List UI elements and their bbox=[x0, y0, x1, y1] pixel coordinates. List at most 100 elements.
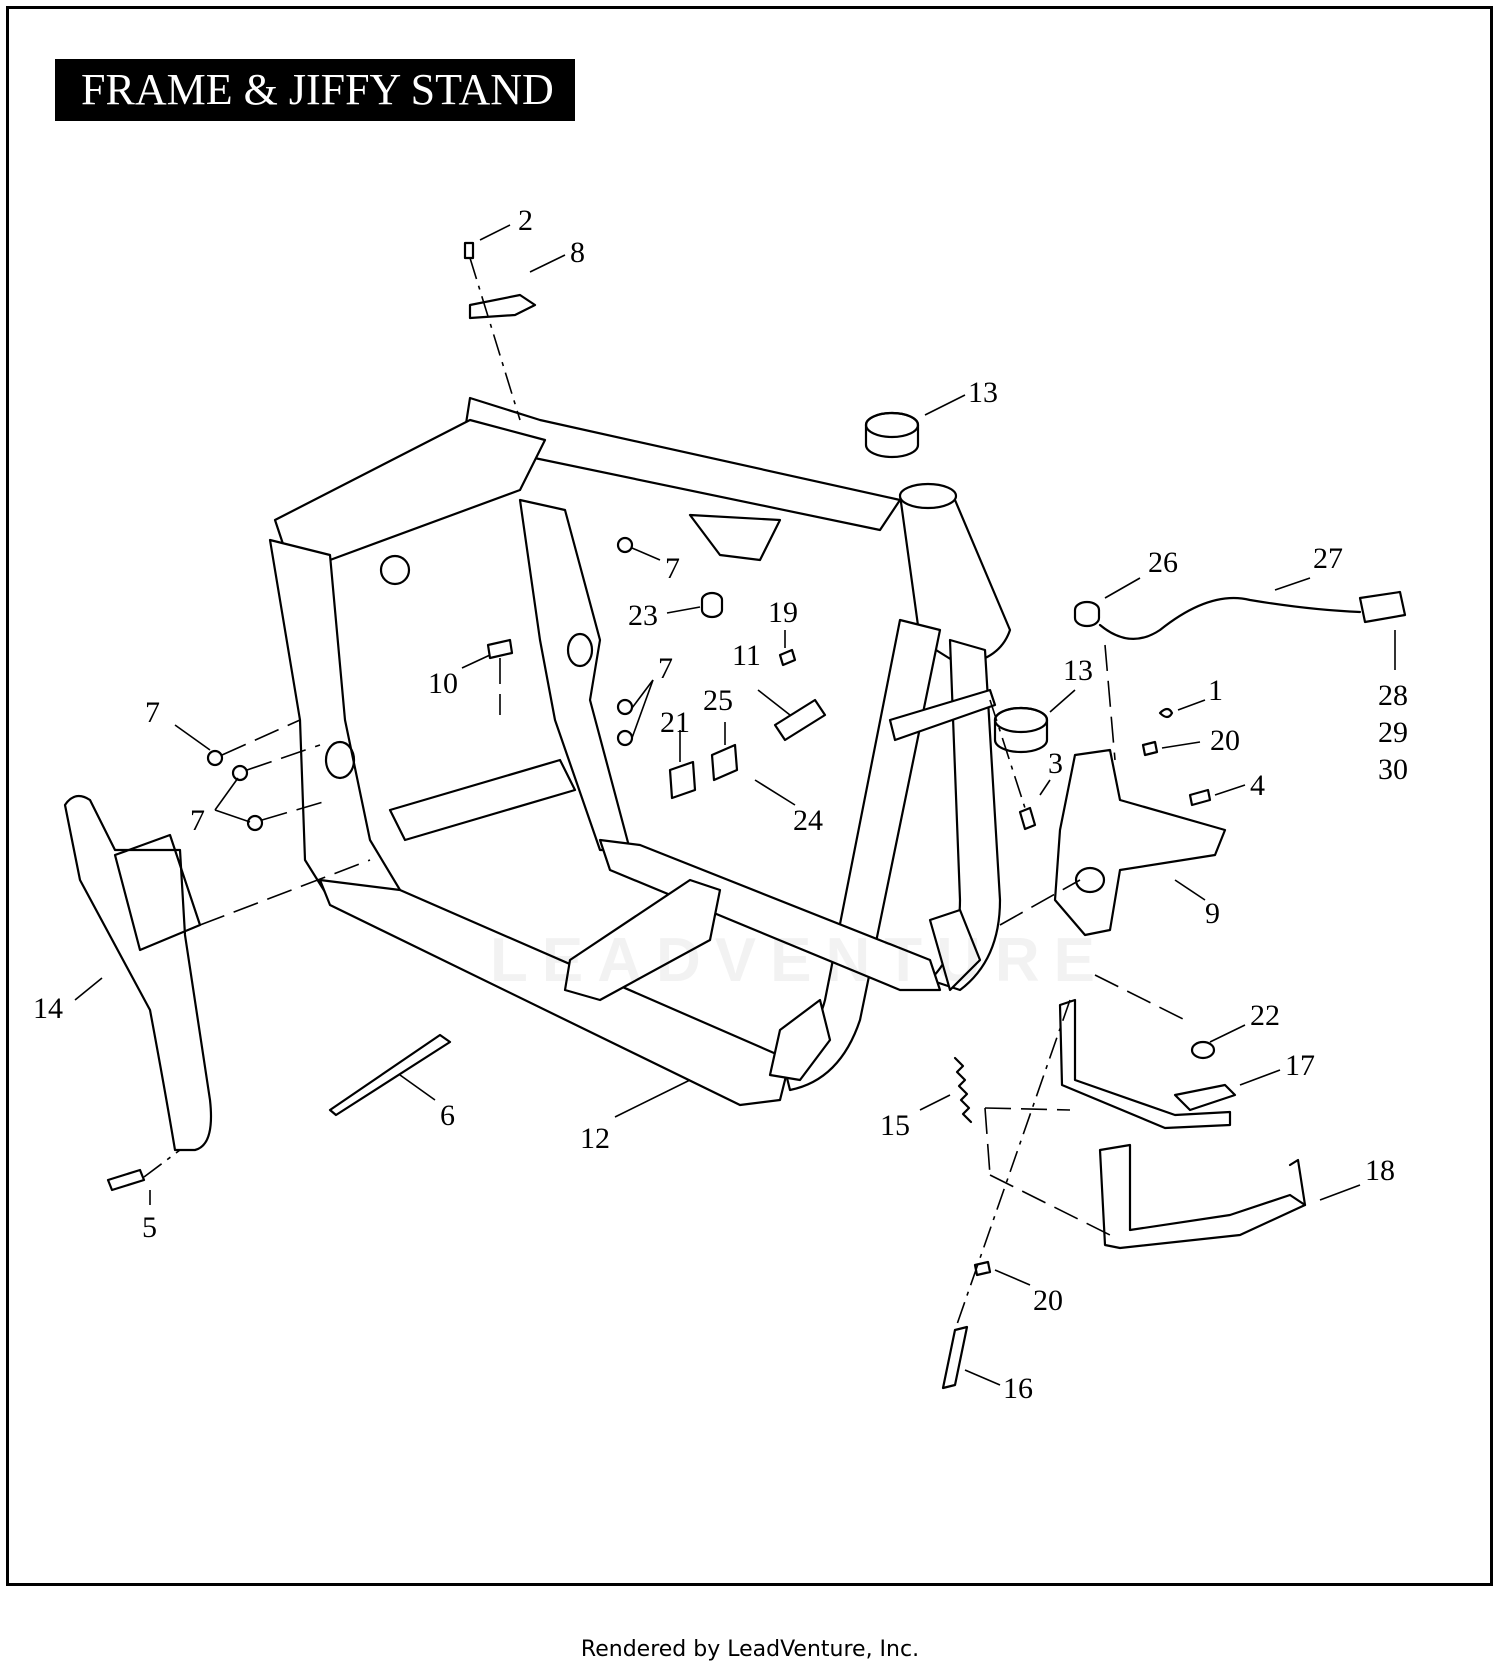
callout-18: 18 bbox=[1365, 1154, 1395, 1187]
callout-10: 10 bbox=[428, 667, 458, 700]
callout-7-mid: 7 bbox=[658, 652, 673, 685]
callout-16: 16 bbox=[1003, 1372, 1033, 1405]
leader-20-lower bbox=[994, 1269, 1031, 1286]
frame-mount-hole bbox=[379, 554, 411, 586]
callout-13-lower: 13 bbox=[1063, 654, 1093, 687]
part-16-pivot-pin bbox=[941, 1325, 969, 1390]
leader-lines bbox=[74, 224, 1396, 1386]
leader-7-mid-b bbox=[631, 679, 654, 739]
leader-1 bbox=[1177, 699, 1206, 711]
leader-23 bbox=[666, 606, 701, 614]
frame-left-lower-rail bbox=[318, 878, 792, 1107]
footer-credit: Rendered by LeadVenture, Inc. bbox=[580, 1637, 920, 1662]
callout-7-upper: 7 bbox=[665, 552, 680, 585]
part-19-fitting bbox=[778, 648, 797, 667]
callout-23: 23 bbox=[628, 599, 658, 632]
leader-7-mid-a bbox=[631, 679, 654, 709]
axis-7b bbox=[246, 744, 321, 771]
leader-27 bbox=[1274, 577, 1311, 591]
callout-17: 17 bbox=[1285, 1049, 1315, 1082]
frame-front-lower-mount bbox=[768, 998, 832, 1082]
frame-upright-hole bbox=[566, 632, 594, 668]
callout-29: 29 bbox=[1378, 716, 1408, 749]
callout-15: 15 bbox=[880, 1109, 910, 1142]
leader-7-left bbox=[174, 724, 211, 751]
callout-5: 5 bbox=[142, 1211, 157, 1244]
part-7-screw-d bbox=[616, 536, 634, 554]
part-7-screw-a bbox=[206, 749, 224, 767]
part-23-nut bbox=[700, 591, 724, 619]
part-7-screw-c bbox=[246, 814, 264, 832]
part-13-race-rim-upper bbox=[864, 411, 920, 439]
callout-20-lower: 20 bbox=[1033, 1284, 1063, 1317]
axis-7a bbox=[221, 719, 301, 756]
callout-2: 2 bbox=[518, 204, 533, 237]
axis-2-8 bbox=[469, 257, 521, 421]
leader-22 bbox=[1209, 1024, 1246, 1043]
frame-right-lower-rail bbox=[598, 838, 942, 992]
part-4-bolt bbox=[1188, 788, 1212, 807]
leader-10 bbox=[461, 654, 491, 669]
steering-head-top bbox=[898, 482, 958, 510]
callout-14: 14 bbox=[33, 992, 63, 1025]
part-25-plate bbox=[710, 743, 739, 782]
part-13-bearing-race-lower bbox=[993, 706, 1049, 754]
callout-11: 11 bbox=[732, 639, 761, 672]
leader-3 bbox=[1039, 779, 1051, 796]
frame-front-gusset bbox=[688, 513, 782, 562]
assembly-lines bbox=[143, 257, 1186, 1331]
part-15-spring bbox=[953, 1056, 973, 1124]
part-27-harness bbox=[1098, 596, 1362, 640]
leader-13-upper bbox=[924, 394, 966, 416]
callout-27: 27 bbox=[1313, 542, 1343, 575]
callout-13-upper: 13 bbox=[968, 376, 998, 409]
part-20-bushing-lower bbox=[973, 1260, 992, 1277]
callout-1: 1 bbox=[1208, 674, 1223, 707]
part-6-cable-tie bbox=[328, 1033, 452, 1117]
axis-26 bbox=[1104, 644, 1116, 761]
part-3-pin bbox=[1018, 806, 1037, 831]
callout-26: 26 bbox=[1148, 546, 1178, 579]
axis-14 bbox=[199, 859, 371, 926]
callout-25: 25 bbox=[703, 684, 733, 717]
part-21-plate bbox=[668, 760, 697, 800]
part-26-sensor bbox=[1073, 600, 1101, 628]
part-17-stand-leg bbox=[1058, 998, 1232, 1130]
callout-30: 30 bbox=[1378, 753, 1408, 786]
leader-7-upper bbox=[631, 547, 661, 561]
axis-17-top bbox=[1094, 974, 1186, 1021]
leader-24 bbox=[754, 779, 796, 806]
leader-9 bbox=[1174, 879, 1206, 901]
frame-upper-crossmember bbox=[273, 418, 547, 567]
callout-7-left-upper: 7 bbox=[145, 696, 160, 729]
part-14-side-bracket bbox=[63, 794, 213, 1152]
part-8-clip bbox=[468, 293, 537, 320]
part-2-bolt bbox=[463, 241, 475, 260]
part-13-race-rim-lower bbox=[993, 706, 1049, 734]
callout-24: 24 bbox=[793, 804, 823, 837]
part-9-jiffy-stand-bracket bbox=[1053, 748, 1227, 937]
part-18-stand-foot bbox=[1288, 1158, 1307, 1207]
part-10-label bbox=[486, 638, 514, 660]
callout-28: 28 bbox=[1378, 679, 1408, 712]
frame-front-crossmember bbox=[888, 688, 997, 742]
part-11-switch bbox=[773, 698, 827, 742]
frame-assembly bbox=[268, 396, 1012, 1107]
frame-rear-crosstube bbox=[388, 758, 577, 842]
axis-9 bbox=[999, 879, 1081, 926]
leader-13-lower bbox=[1049, 689, 1076, 713]
callout-9: 9 bbox=[1205, 897, 1220, 930]
callout-12: 12 bbox=[580, 1122, 610, 1155]
leader-6 bbox=[399, 1074, 436, 1101]
frame-pivot-hole bbox=[324, 740, 356, 780]
axis-16 bbox=[954, 999, 1071, 1331]
part-5-bolt bbox=[106, 1168, 146, 1192]
part-7-screw-f bbox=[616, 729, 634, 747]
leader-7-left-a bbox=[214, 777, 239, 811]
callout-21: 21 bbox=[660, 706, 690, 739]
diagram-frame bbox=[6, 6, 1493, 1586]
frame-left-rear-upright bbox=[268, 538, 402, 902]
leader-16 bbox=[964, 1369, 1001, 1386]
leader-2 bbox=[479, 224, 511, 241]
callout-22: 22 bbox=[1250, 999, 1280, 1032]
